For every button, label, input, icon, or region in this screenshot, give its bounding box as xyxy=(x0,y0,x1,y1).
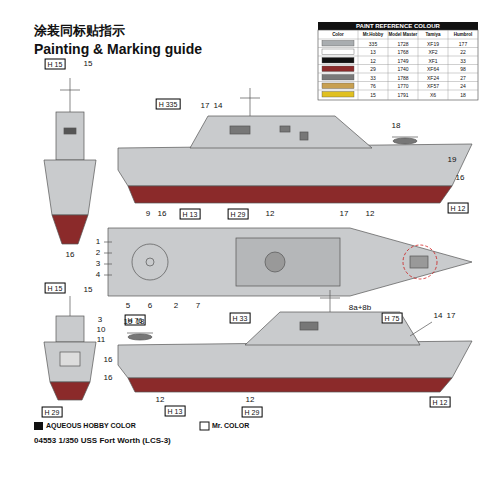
table-column-head: Mr.Hobby xyxy=(363,32,384,37)
table-cell: 29 xyxy=(370,67,376,72)
paint-code: H 29 xyxy=(42,407,63,418)
legend-text: AQUEOUS HOBBY COLOR xyxy=(46,422,136,429)
table-column-head: Model Master xyxy=(389,32,418,37)
paint-code: H 335 xyxy=(156,99,181,110)
table-cell: 1791 xyxy=(397,92,408,97)
callout-number: 3 xyxy=(96,260,100,268)
table-cell: XF57 xyxy=(427,84,439,89)
callout-number: 14 xyxy=(214,102,223,110)
table-cell: 15 xyxy=(370,92,376,97)
callout-number: 14 xyxy=(434,312,443,320)
callout-number: 19 xyxy=(448,156,457,164)
table-cell: 1768 xyxy=(397,50,408,55)
table-column-head: Tamiya xyxy=(425,32,440,37)
callout-number: 2 xyxy=(174,302,178,310)
callout-number: 3 xyxy=(98,316,102,324)
table-cell: 33 xyxy=(370,75,376,80)
table-cell: XF1 xyxy=(428,58,437,63)
table-cell: 1728 xyxy=(397,41,408,46)
table-cell: 24 xyxy=(460,84,466,89)
callout-number: 16 xyxy=(456,174,465,182)
subtitle: Painting & Marking guide xyxy=(34,42,202,56)
paint-code: H 13 xyxy=(180,209,201,220)
table-cell: XF64 xyxy=(427,67,439,72)
paint-code: H 33 xyxy=(230,313,251,324)
callout-number: 10 xyxy=(97,326,106,334)
table-cell: 335 xyxy=(369,41,377,46)
callout-number: 16 xyxy=(104,374,113,382)
callout-number: 17 xyxy=(447,312,456,320)
table-cell: 33 xyxy=(460,58,466,63)
table-cell: 1770 xyxy=(397,84,408,89)
callout-number: 15 xyxy=(84,60,93,68)
table-cell: 27 xyxy=(460,75,466,80)
callout-number: 18 xyxy=(392,122,401,130)
paint-code: H 29 xyxy=(228,209,249,220)
table-column-head: Color xyxy=(332,32,344,37)
callout-number: 19 xyxy=(124,318,133,326)
table-column-head: Humbrol xyxy=(454,32,473,37)
callout-number: 16 xyxy=(66,251,75,259)
table-cell: 1749 xyxy=(397,58,408,63)
callout-number: 5 xyxy=(126,302,130,310)
table-cell: XF19 xyxy=(427,41,439,46)
legend-text: Mr. COLOR xyxy=(212,422,249,429)
table-cell: X6 xyxy=(430,92,436,97)
table-cell: 12 xyxy=(370,58,376,63)
callout-number: 12 xyxy=(156,396,165,404)
callout-number: 16 xyxy=(104,356,113,364)
table-cell: 13 xyxy=(370,50,376,55)
table-cell: 22 xyxy=(460,50,466,55)
callout-number: 1 xyxy=(96,238,100,246)
caption: 04553 1/350 USS Fort Worth (LCS-3) xyxy=(34,437,171,445)
paint-code: H 29 xyxy=(242,407,263,418)
table-cell: 18 xyxy=(460,92,466,97)
callout-number: 16 xyxy=(158,210,167,218)
callout-number: 7 xyxy=(196,302,200,310)
callout-number: 12 xyxy=(246,396,255,404)
table-cell: 1740 xyxy=(397,67,408,72)
callout-number: 2 xyxy=(96,249,100,257)
paint-code: H 13 xyxy=(165,406,186,417)
callout-number: 6 xyxy=(148,302,152,310)
paint-code: H 12 xyxy=(448,203,469,214)
title: 涂装同标贴指示 xyxy=(34,24,125,37)
table-cell: XF2 xyxy=(428,50,437,55)
callout-number: 18 xyxy=(136,318,145,326)
callout-number: 12 xyxy=(366,210,375,218)
paint-code: H 75 xyxy=(382,313,403,324)
callout-number: 4 xyxy=(96,271,100,279)
callout-number: 8a+8b xyxy=(349,304,371,312)
callout-number: 17 xyxy=(201,102,210,110)
paint-code: H 12 xyxy=(430,397,451,408)
table-cell: 76 xyxy=(370,84,376,89)
callout-number: 15 xyxy=(84,286,93,294)
table-cell: 98 xyxy=(460,67,466,72)
callout-number: 9 xyxy=(146,210,150,218)
table-cell: XF24 xyxy=(427,75,439,80)
table-cell: 1788 xyxy=(397,75,408,80)
paint-code: H 15 xyxy=(45,283,66,294)
callout-number: 12 xyxy=(266,210,275,218)
table-header: PAINT REFERENCE COLOUR xyxy=(356,23,440,29)
callout-number: 11 xyxy=(97,336,105,344)
table-cell: 177 xyxy=(459,41,467,46)
paint-code: H 15 xyxy=(45,59,66,70)
callout-number: 17 xyxy=(340,210,349,218)
